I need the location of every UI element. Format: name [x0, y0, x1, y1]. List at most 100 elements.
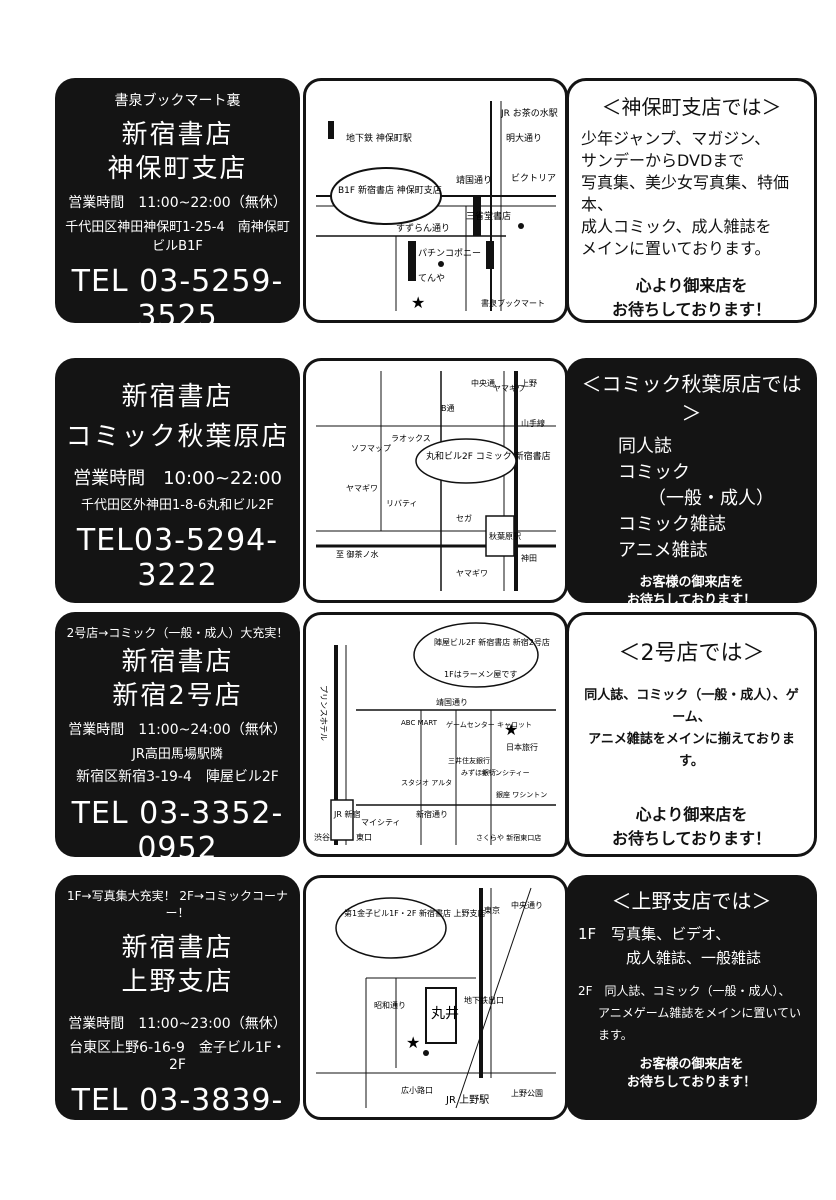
description-item: サンデーからDVDまで [581, 151, 745, 170]
map-label: 丸和ビル2F コミック 新宿書店 [426, 450, 551, 462]
description-item: 少年ジャンプ、マガジン、 [581, 129, 771, 148]
map-label: 靖国通り [436, 697, 468, 707]
store-description: ＜上野支店では＞ 1F 写真集、ビデオ、 成人雑誌、一般雑誌 2F 同人誌、コミ… [566, 875, 817, 1120]
description-item: 同人誌 [618, 436, 672, 457]
store-branch: コミック秋葉原店 [65, 422, 290, 452]
map-label: B通 [441, 403, 455, 413]
welcome-message: お待ちしております！ [626, 593, 757, 608]
map-label: JR お茶の水駅 [500, 107, 558, 119]
store-info-panel: 1F→写真集大充実！ 2F→コミックコーナー！ 新宿書店 上野支店 営業時間 1… [55, 875, 300, 1153]
map-label: 昭和通り [374, 1000, 406, 1010]
map-label: ソフマップ [351, 444, 391, 453]
map-label: ヤマギワ [456, 569, 488, 578]
description-title: ＜上野支店では＞ [611, 889, 772, 913]
description-item: アニメ雑誌をメインに揃えております。 [588, 732, 795, 769]
map-label: 丸井 [431, 1006, 459, 1022]
store-tagline: 1F→写真集大充実！ 2F→コミックコーナー！ [67, 889, 288, 920]
welcome-message: 心より御来店を [635, 805, 748, 824]
map-label: セガ [456, 513, 472, 523]
welcome-message: お待ちしております！ [626, 1075, 757, 1090]
map-label: 秋葉原駅 [489, 531, 521, 541]
store-description: ＜神保町支店では＞ 少年ジャンプ、マガジン、 サンデーからDVDまで 写真集、美… [566, 78, 817, 323]
store-info-panel: 2号店→コミック（一般・成人）大充実！ 新宿書店 新宿2号店 営業時間 11:0… [55, 612, 300, 866]
map-label: 東京 [484, 905, 500, 915]
map-label: 神田 [521, 553, 537, 563]
map-label: てんや [418, 273, 445, 284]
map-label: パチンコポニー [418, 248, 481, 259]
map-shinjuku2-svg: 陣屋ビル2F 新宿書店 新宿2号店 1Fはラーメン屋です プリンスホテル 靖国通… [314, 622, 556, 845]
store-address: 新宿区新宿3-19-4 陣屋ビル2F [76, 769, 279, 785]
map-label: 地下鉄出口 [464, 995, 504, 1005]
store-info-panel: 書泉ブックマート裏 新宿書店 神保町支店 営業時間 11:00~22:00（無休… [55, 78, 300, 334]
map-ueno-svg: 第1金子ビル1F・2F 新宿書店 上野支店 東京 中央通り 昭和通り 丸井 地下… [316, 887, 556, 1109]
store-row-jimbocho: 書泉ブックマート裏 新宿書店 神保町支店 営業時間 11:00~22:00（無休… [55, 78, 817, 334]
store-tel: TEL 03-3839-5340 [71, 1083, 284, 1153]
description-item: アニメ雑誌 [618, 540, 708, 561]
store-row-akihabara: 新宿書店 コミック秋葉原店 営業時間 10:00~22:00 千代田区外神田1-… [55, 358, 817, 608]
map-label: リバティ [386, 499, 418, 508]
store-name: 新宿書店 [121, 382, 234, 412]
description-title: ＜2号店では＞ [618, 641, 765, 666]
description-item: （一般・成人） [648, 488, 774, 509]
store-description: ＜コミック秋葉原店では＞ 同人誌 コミック （一般・成人） コミック雑誌 アニメ… [566, 358, 817, 608]
map-label: 渋谷 [314, 832, 330, 842]
map-label: マイシティ [361, 818, 401, 827]
map-label: 書泉ブックマート [481, 298, 545, 308]
store-tel: TEL 03-5259-3525 [71, 264, 284, 334]
store-location-star-icon: ★ [504, 720, 518, 739]
map-label: みずほ銀行 [461, 768, 496, 777]
map-label: 靖国通り [456, 174, 492, 186]
store-note: JR高田馬場駅隣 [132, 747, 223, 762]
map-label: 新宿通り [416, 809, 448, 819]
store-info-panel: 新宿書店 コミック秋葉原店 営業時間 10:00~22:00 千代田区外神田1-… [55, 358, 300, 603]
map-label: ヤマギワ [493, 384, 525, 393]
store-name: 新宿書店 [121, 647, 234, 677]
store-location-star-icon: ★ [411, 293, 425, 312]
description-item: 成人コミック、成人雑誌を [581, 217, 772, 236]
description-item: メインに置いております。 [581, 239, 771, 258]
welcome-message: 心より御来店を [635, 276, 748, 295]
description-item: 2F 同人誌、コミック（一般・成人）、 [578, 984, 791, 998]
map-label: すずらん通り [396, 223, 450, 234]
map-label: ビクトリア [511, 173, 556, 184]
map-label: 山手線 [521, 418, 545, 428]
map-label: 広小路口 [401, 1085, 433, 1095]
description-item: 1F 写真集、ビデオ、 [578, 925, 731, 943]
description-item: 写真集、美少女写真集、特価本、 [581, 173, 790, 214]
store-row-shinjuku2: 2号店→コミック（一般・成人）大充実！ 新宿書店 新宿2号店 営業時間 11:0… [55, 612, 817, 866]
map-label: 三井住友銀行 [448, 756, 490, 765]
store-hours: 営業時間 10:00~22:00 [73, 468, 282, 489]
store-address: 台東区上野6-16-9 金子ビル1F・2F [69, 1040, 286, 1073]
description-item: 同人誌、コミック（一般・成人）、ゲーム、 [584, 688, 799, 725]
store-hours: 営業時間 11:00~24:00（無休） [68, 722, 287, 738]
map-akihabara-svg: 中央通 ヤマギワ B通 上野 山手線 ソフマップ ラオックス 丸和ビル2F コミ… [316, 371, 556, 591]
store-hours: 営業時間 11:00~23:00（無休） [68, 1016, 287, 1032]
welcome-message: お待ちしております！ [611, 300, 772, 319]
store-tel: TEL03-5294-3222 [76, 523, 279, 593]
welcome-message: お待ちしております！ [611, 829, 772, 848]
store-branch: 神保町支店 [107, 154, 248, 184]
store-tagline: 書泉ブックマート裏 [114, 93, 241, 109]
description-title: ＜神保町支店では＞ [601, 95, 782, 119]
map-label: 第1金子ビル1F・2F 新宿書店 上野支店 [344, 908, 486, 918]
store-row-ueno: 1F→写真集大充実！ 2F→コミックコーナー！ 新宿書店 上野支店 営業時間 1… [55, 875, 817, 1153]
description-item: アニメゲーム雑誌をメインに置いています。 [598, 1006, 802, 1042]
map-label: ABC MART [401, 719, 438, 727]
store-map: 地下鉄 神保町駅 靖国通り B1F 新宿書店 神保町支店 すずらん通り パチンコ… [303, 78, 568, 323]
store-location-star-icon: ★ [406, 1033, 420, 1052]
map-label: JR 新宿 [333, 809, 360, 819]
map-label: ラオックス [391, 434, 431, 443]
map-label: プリンスホテル [319, 685, 328, 741]
map-label: B1F 新宿書店 神保町支店 [338, 184, 442, 196]
store-tagline: 2号店→コミック（一般・成人）大充実！ [66, 626, 289, 640]
store-map: 中央通 ヤマギワ B通 上野 山手線 ソフマップ ラオックス 丸和ビル2F コミ… [303, 358, 568, 603]
map-label: 日本旅行 [506, 742, 538, 752]
map-label: 東口 [356, 832, 372, 842]
welcome-message: お客様の御来店を [639, 575, 744, 590]
description-item: 成人雑誌、一般雑誌 [626, 949, 762, 967]
map-label: 三省堂書店 [466, 210, 511, 222]
map-label: 銀座 ワシントン [496, 790, 547, 799]
description-item: コミック [618, 462, 690, 483]
store-name: 新宿書店 [121, 120, 234, 150]
map-label: 上野公園 [511, 1089, 543, 1098]
